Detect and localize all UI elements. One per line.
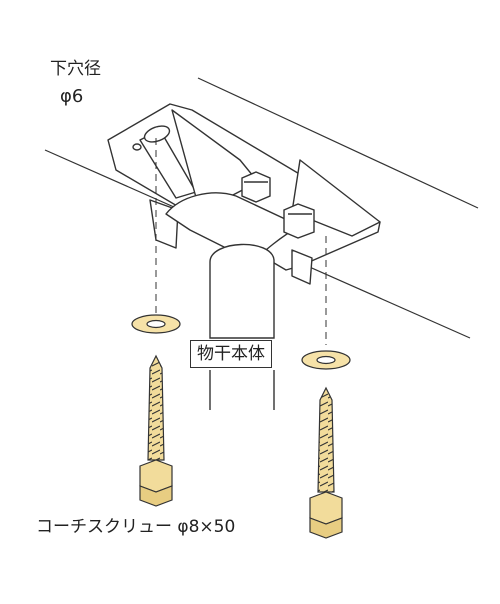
main-body-label: 物干本体 <box>190 340 272 368</box>
guide-lines <box>155 138 327 345</box>
pilot-hole-label: 下穴径 <box>50 59 101 79</box>
coach-screw-right <box>309 386 343 539</box>
coach-screw-label: コーチスクリュー φ8×50 <box>36 517 236 537</box>
pilot-hole-value: φ6 <box>60 86 84 107</box>
coach-screw-left <box>139 354 173 507</box>
main-pole <box>209 243 275 410</box>
washers <box>131 314 351 370</box>
hex-bolts <box>241 171 315 239</box>
